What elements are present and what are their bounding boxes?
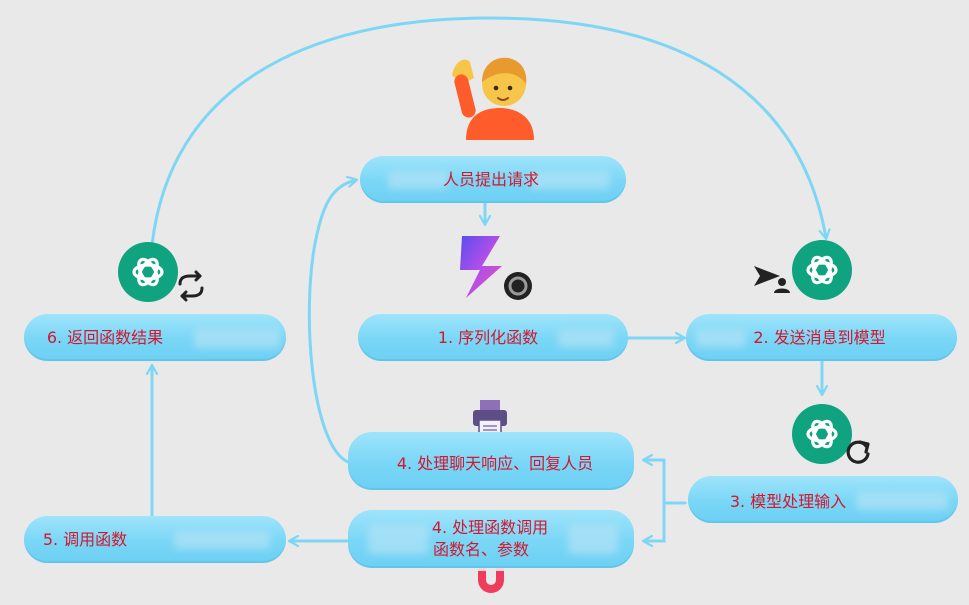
node-serialize: 1. 序列化函数: [358, 314, 628, 361]
openai-icon: [792, 404, 852, 464]
person-raising-hand-icon: [452, 57, 534, 140]
node-process-input-label: 3. 模型处理输入: [729, 491, 847, 511]
printer-icon: [473, 400, 507, 436]
node-handle-function-label: 4. 处理函数调用 函数名、参数: [346, 517, 634, 561]
swap-arrows-icon: [178, 270, 204, 302]
node-request: 人员提出请求: [360, 156, 626, 203]
arrow-chat-to-request: [307, 180, 356, 464]
arrow-process-to-handlers: [644, 460, 687, 505]
node-process-input: 3. 模型处理输入: [688, 476, 958, 523]
semantic-kernel-logo-icon: [460, 236, 532, 300]
node-handle-function-line1: 4. 处理函数调用: [431, 518, 549, 537]
openai-icon: [118, 242, 178, 302]
node-invoke-label: 5. 调用函数: [42, 529, 128, 549]
node-send-label: 2. 发送消息到模型: [753, 327, 886, 347]
node-request-label: 人员提出请求: [442, 169, 539, 189]
node-handle-chat-label: 4. 处理聊天响应、回复人员: [396, 453, 594, 473]
node-return: 6. 返回函数结果: [24, 314, 286, 361]
node-handle-chat: 4. 处理聊天响应、回复人员: [348, 432, 634, 490]
node-return-label: 6. 返回函数结果: [46, 327, 164, 347]
node-handle-function: 4. 处理函数调用 函数名、参数: [348, 510, 634, 568]
arrow-return-to-send: [150, 16, 826, 247]
openai-icon: [792, 240, 852, 300]
node-invoke: 5. 调用函数: [24, 516, 286, 563]
refresh-icon: [846, 440, 870, 464]
node-serialize-label: 1. 序列化函数: [437, 327, 539, 347]
send-to-person-icon: [754, 266, 790, 293]
magnet-icon: [478, 566, 504, 593]
node-handle-function-line2: 函数名、参数: [432, 540, 529, 559]
node-send: 2. 发送消息到模型: [686, 314, 957, 361]
